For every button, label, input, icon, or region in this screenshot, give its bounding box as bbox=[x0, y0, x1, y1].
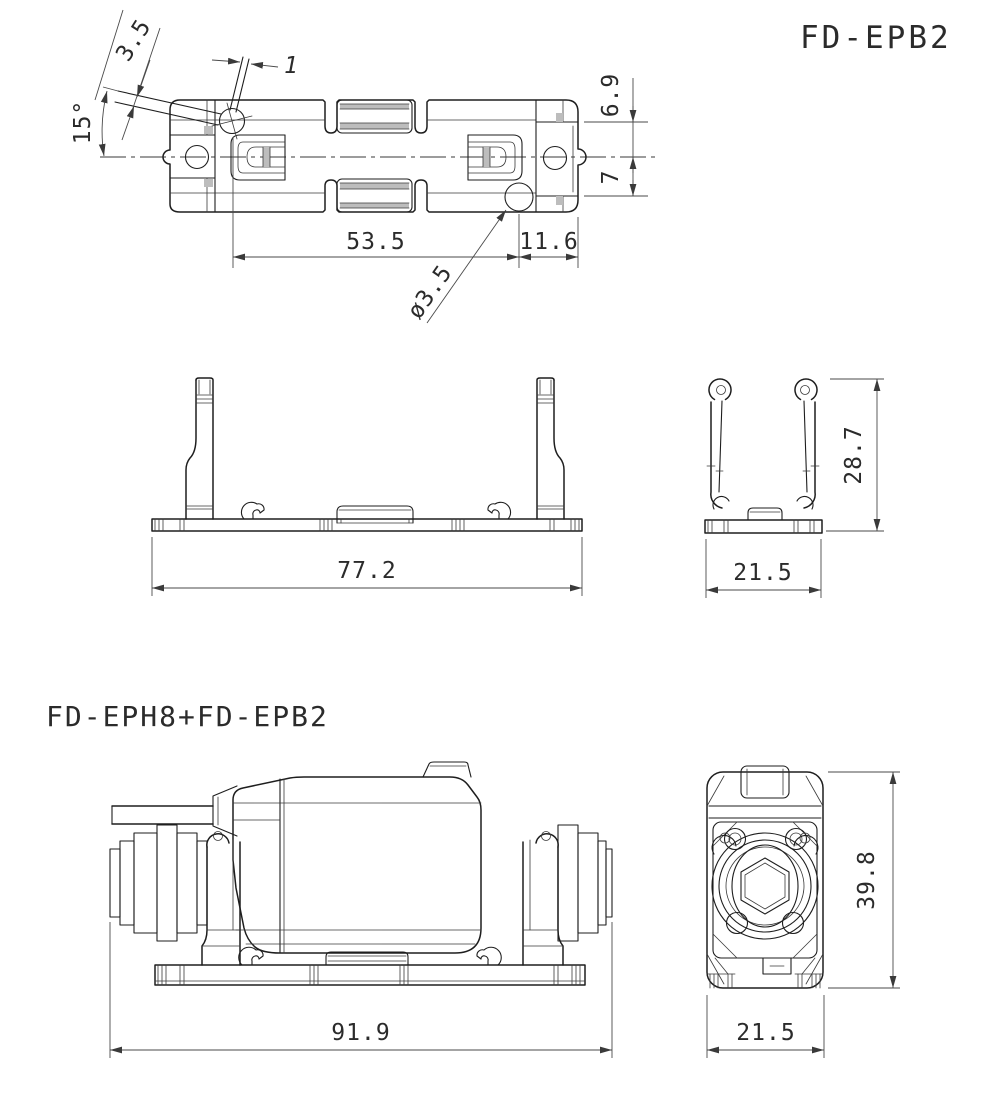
svg-text:39.8: 39.8 bbox=[854, 850, 880, 909]
assembly-hook-right bbox=[476, 946, 502, 966]
assembly-title: FD-EPH8+FD-EPB2 bbox=[46, 700, 329, 733]
svg-text:6.9: 6.9 bbox=[598, 73, 624, 118]
dim-assembly-height: 39.8 bbox=[828, 771, 900, 989]
dim-lever-angle: 15° bbox=[70, 86, 119, 157]
corner-port-tl bbox=[723, 827, 747, 851]
svg-text:1: 1 bbox=[284, 53, 299, 79]
svg-text:ø3.5: ø3.5 bbox=[403, 260, 458, 324]
fuse-clip-right bbox=[467, 134, 523, 181]
hex-socket bbox=[740, 857, 790, 915]
dim-edge-offsets: 6.9 7 bbox=[584, 73, 648, 197]
svg-text:21.5: 21.5 bbox=[736, 1020, 795, 1046]
svg-text:21.5: 21.5 bbox=[733, 560, 792, 586]
end-body-outline bbox=[706, 771, 824, 989]
svg-text:77.2: 77.2 bbox=[337, 558, 396, 584]
dim-lever-thickness: 3.5 bbox=[94, 9, 161, 141]
spring-leg-left bbox=[706, 378, 732, 510]
dim-hole-spacing: 53.5 11.6 bbox=[232, 137, 579, 268]
dim-mount-hole-dia: ø3.5 bbox=[403, 209, 507, 324]
wire-hook-left bbox=[240, 501, 265, 520]
svg-text:91.9: 91.9 bbox=[331, 1020, 390, 1046]
svg-text:28.7: 28.7 bbox=[841, 425, 867, 484]
lever-pivot bbox=[218, 107, 246, 135]
assembly-post-left bbox=[201, 831, 241, 966]
base-plate bbox=[151, 518, 583, 532]
bracket-outline bbox=[162, 99, 587, 213]
bracket-side-view: 28.7 21.5 bbox=[704, 378, 884, 598]
fuse-clip-left bbox=[230, 134, 286, 181]
release-lever bbox=[114, 56, 253, 140]
svg-text:15°: 15° bbox=[70, 100, 96, 145]
center-latch-front bbox=[336, 505, 414, 524]
fitting-face bbox=[711, 832, 819, 940]
clip-post-left bbox=[185, 377, 214, 520]
dim-bracket-depth: 21.5 bbox=[705, 539, 822, 598]
svg-text:7: 7 bbox=[598, 170, 624, 185]
fitting-right bbox=[557, 824, 613, 942]
dim-lever-tip: 1 bbox=[211, 53, 299, 79]
sensor-body bbox=[232, 761, 482, 954]
dim-bracket-height: 28.7 bbox=[826, 378, 884, 532]
bracket-front-view: 77.2 bbox=[151, 377, 583, 596]
corner-port-br bbox=[781, 911, 805, 935]
bracket-top-view: 3.5 1 15° 6.9 7 bbox=[70, 9, 656, 324]
sensor-top-tab bbox=[422, 761, 472, 778]
assembly-base-plate bbox=[154, 964, 586, 986]
right-mount-hole bbox=[542, 145, 568, 171]
screw-hole bbox=[504, 182, 534, 212]
left-mount-hole bbox=[184, 144, 210, 170]
dim-assembly-length: 91.9 bbox=[109, 922, 613, 1058]
corner-port-tr bbox=[784, 827, 808, 851]
cable-gland bbox=[212, 785, 238, 837]
assembly-side-view: 91.9 bbox=[109, 761, 613, 1058]
assembly-end-view: 39.8 21.5 bbox=[706, 765, 900, 1058]
spring-leg-right bbox=[794, 378, 820, 510]
rail-latch-top bbox=[336, 99, 413, 134]
cable bbox=[111, 805, 214, 825]
clip-post-right bbox=[536, 377, 565, 520]
svg-text:53.5: 53.5 bbox=[346, 229, 405, 255]
rail-latch-bottom bbox=[336, 178, 413, 213]
part-number-title: FD-EPB2 bbox=[800, 20, 952, 56]
dim-bracket-width: 77.2 bbox=[151, 537, 583, 596]
wire-hook-right bbox=[487, 501, 512, 520]
corner-port-bl bbox=[725, 911, 749, 935]
base-plate-side bbox=[704, 519, 823, 534]
plate-serrations bbox=[154, 518, 580, 532]
end-top-tab bbox=[740, 765, 790, 799]
assembly-post-right bbox=[522, 831, 564, 966]
fitting-left bbox=[109, 824, 208, 942]
svg-text:11.6: 11.6 bbox=[519, 229, 578, 255]
dim-assembly-depth: 21.5 bbox=[706, 995, 825, 1058]
